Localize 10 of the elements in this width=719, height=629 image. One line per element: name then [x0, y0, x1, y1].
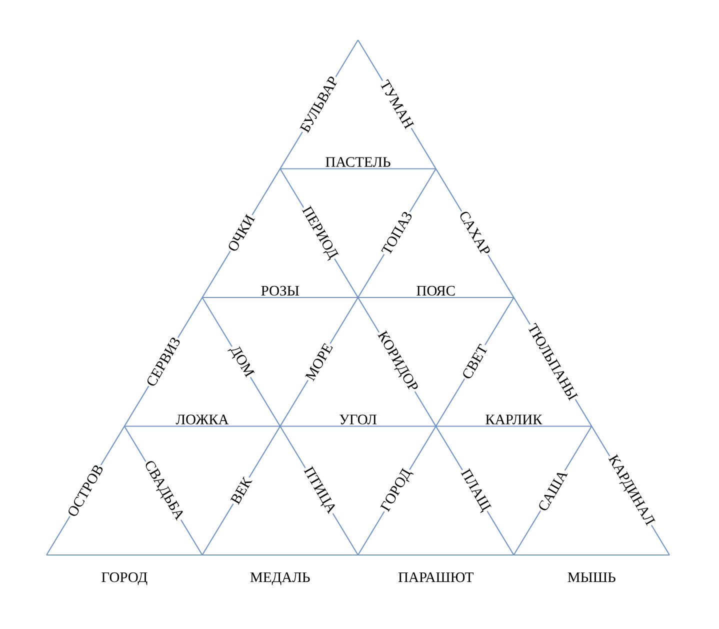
word-label: ПАСТЕЛЬ: [326, 157, 390, 167]
word-label: ПАРАШЮТ: [398, 572, 474, 582]
word-label: МЫШЬ: [568, 572, 616, 582]
word-label: ЛОЖКА: [176, 414, 229, 424]
word-label: УГОЛ: [340, 414, 377, 424]
word-label: ГОРОД: [102, 572, 148, 586]
word-label: МЕДАЛЬ: [250, 572, 310, 586]
word-label: ПОЯС: [416, 286, 455, 296]
word-label: КАРЛИК: [486, 414, 542, 424]
word-label: РОЗЫ: [261, 286, 299, 296]
